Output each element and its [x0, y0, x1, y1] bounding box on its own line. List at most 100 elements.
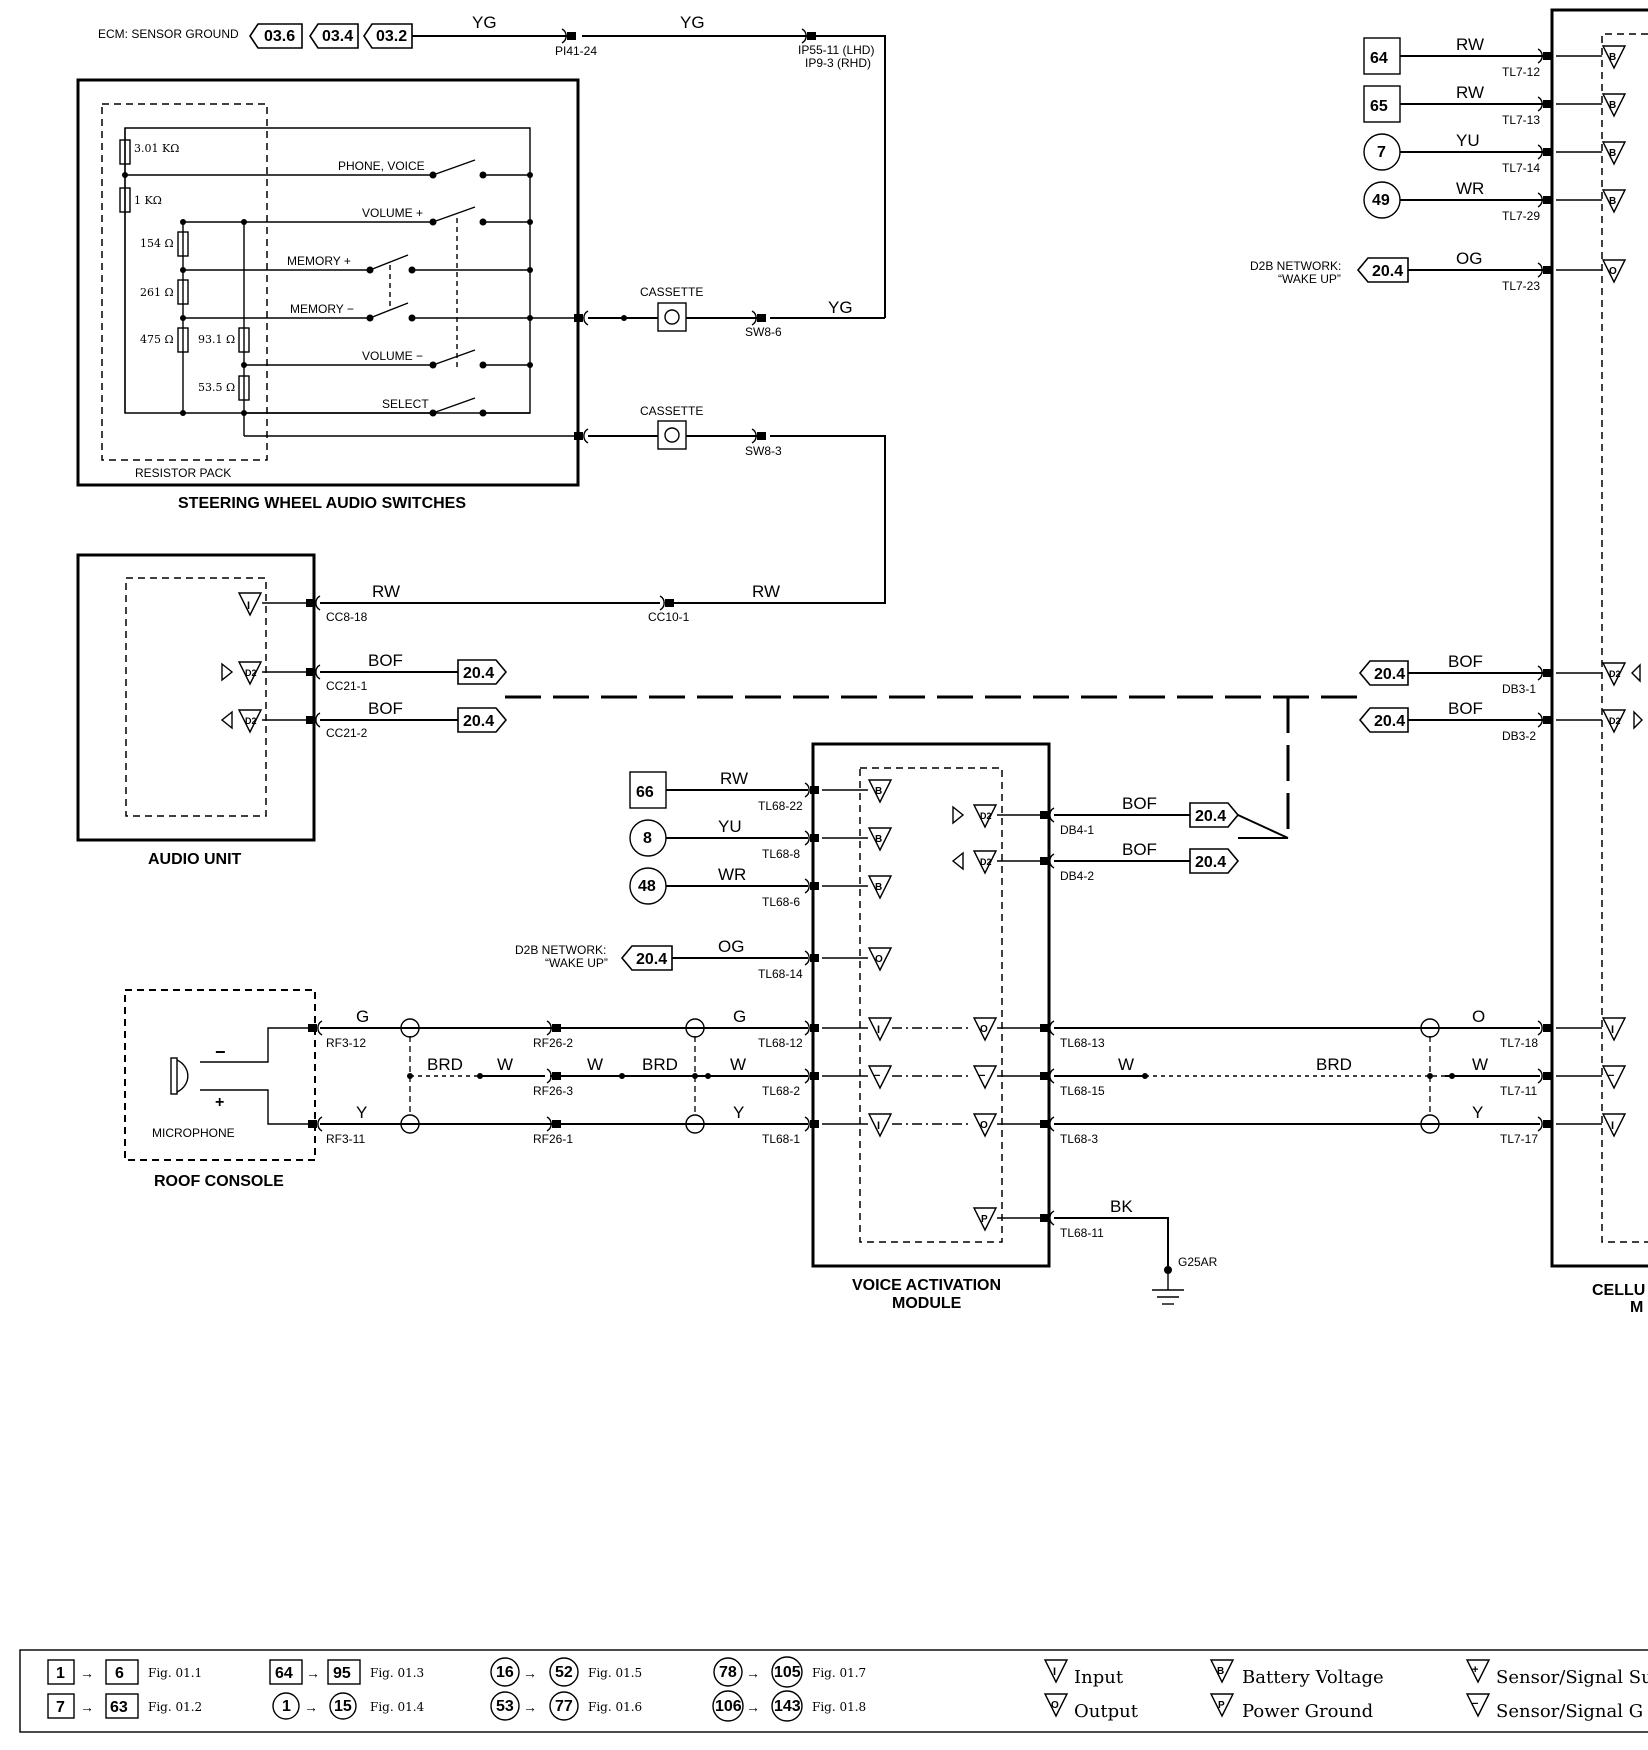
- roof-wire-g-2: G: [733, 1007, 746, 1026]
- svg-text:O: O: [875, 954, 883, 965]
- cell-ref-7: 7: [1363, 133, 1401, 171]
- cellular-module-box: [1550, 8, 1648, 1268]
- db3-2: DB3-2: [1502, 729, 1536, 743]
- tl68-3: TL68-3: [1060, 1132, 1098, 1146]
- svg-text:B: B: [1609, 196, 1616, 207]
- switch-memory-down: MEMORY −: [290, 302, 354, 316]
- switch-volume-down: VOLUME −: [362, 349, 423, 363]
- legend-sensor-ground: − Sensor/Signal G: [1466, 1693, 1643, 1722]
- vam-brd-out: BRD: [1316, 1055, 1352, 1074]
- svg-text:−: −: [1472, 1698, 1478, 1710]
- res-6: 93.1 Ω: [198, 333, 235, 346]
- svg-text:+: +: [215, 1094, 224, 1111]
- svg-text:I: I: [1611, 1024, 1614, 1036]
- rf3-11: RF3-11: [326, 1132, 365, 1146]
- svg-text:D2: D2: [1609, 669, 1621, 679]
- roof-brd-1: BRD: [427, 1055, 463, 1074]
- svg-text:→: →: [80, 1699, 94, 1715]
- tl7-12: TL7-12: [1502, 65, 1540, 79]
- svg-text:78: 78: [719, 1664, 737, 1681]
- svg-text:B: B: [1609, 100, 1616, 111]
- svg-text:+: +: [1472, 1664, 1478, 1676]
- svg-text:→: →: [523, 1699, 537, 1715]
- legend-sensor-supply: + Sensor/Signal Su: [1466, 1659, 1648, 1688]
- switch-select: SELECT: [382, 397, 429, 411]
- tl7-29: TL7-29: [1502, 209, 1540, 223]
- tl68-2: TL68-2: [762, 1084, 800, 1098]
- cell-ref-49: 49: [1363, 181, 1401, 219]
- svg-text:B: B: [875, 834, 882, 845]
- svg-text:O: O: [980, 1024, 988, 1035]
- svg-text:Fig. 01.3: Fig. 01.3: [370, 1666, 424, 1680]
- svg-text:−: −: [215, 1042, 226, 1062]
- svg-text:6: 6: [115, 1665, 124, 1682]
- svg-text:Fig. 01.4: Fig. 01.4: [370, 1700, 425, 1714]
- ecm-conn-2b: IP9-3 (RHD): [805, 56, 871, 70]
- svg-text:→: →: [80, 1665, 94, 1681]
- roof-w-1: W: [497, 1055, 513, 1074]
- svg-text:→: →: [746, 1699, 760, 1715]
- audio-ref-2: 20.4: [457, 707, 508, 733]
- svg-text:Power Ground: Power Ground: [1242, 1701, 1373, 1722]
- audio-wire-rw-1: RW: [372, 582, 400, 601]
- ground-g25ar: G25AR: [1178, 1255, 1218, 1269]
- svg-text:Fig. 01.7: Fig. 01.7: [812, 1666, 866, 1680]
- svg-text:I: I: [877, 1024, 880, 1036]
- cc8-18: CC8-18: [326, 610, 368, 624]
- cell-wire-rw-2: RW: [1456, 83, 1484, 102]
- svg-text:O: O: [980, 1120, 988, 1131]
- tl68-13: TL68-13: [1060, 1036, 1105, 1050]
- svg-text:105: 105: [774, 1664, 801, 1681]
- svg-text:B: B: [1217, 1666, 1224, 1677]
- svg-text:I: I: [1053, 1666, 1056, 1678]
- svg-text:Input: Input: [1074, 1667, 1124, 1688]
- legend-row-2-b: 1 → 15 Fig. 01.4: [272, 1692, 425, 1720]
- vam-ref-out-2: 20.4: [1189, 848, 1240, 874]
- roof-console-title: ROOF CONSOLE: [154, 1173, 284, 1190]
- cell-wire-og: OG: [1456, 249, 1482, 268]
- ecm-conn-1: PI41-24: [555, 44, 597, 58]
- vam-d2b-label-1: D2B NETWORK:: [515, 943, 606, 957]
- vam-ref-48: 48: [629, 867, 667, 905]
- roof-brd-2: BRD: [642, 1055, 678, 1074]
- vam-wire-rw: RW: [720, 769, 748, 788]
- tl68-11: TL68-11: [1060, 1226, 1104, 1240]
- svg-text:53: 53: [496, 1698, 514, 1715]
- tl7-23: TL7-23: [1502, 279, 1540, 293]
- legend-box: [19, 1649, 1648, 1733]
- svg-text:→: →: [304, 1699, 318, 1715]
- ecm-ref-2: 03.4: [309, 23, 359, 49]
- svg-text:Fig. 01.5: Fig. 01.5: [588, 1666, 642, 1680]
- svg-text:20.4: 20.4: [1372, 263, 1403, 280]
- tl7-13: TL7-13: [1502, 113, 1540, 127]
- switch-volume-up: VOLUME +: [362, 206, 423, 220]
- vam-wire-wr: WR: [718, 865, 746, 884]
- svg-text:20.4: 20.4: [463, 665, 494, 682]
- legend-row-1-c: 16 → 52 Fig. 01.5: [490, 1657, 642, 1687]
- svg-text:03.6: 03.6: [264, 28, 295, 45]
- svg-text:20.4: 20.4: [1195, 808, 1226, 825]
- cell-wire-rw-1: RW: [1456, 35, 1484, 54]
- audio-wire-rw-2: RW: [752, 582, 780, 601]
- res-7: 53.5 Ω: [198, 381, 235, 394]
- cc10-1: CC10-1: [648, 610, 690, 624]
- vam-ref-66: 66: [629, 771, 667, 809]
- svg-text:Sensor/Signal Su: Sensor/Signal Su: [1496, 1667, 1648, 1688]
- svg-text:20.4: 20.4: [1374, 666, 1405, 683]
- cc21-1: CC21-1: [326, 679, 368, 693]
- svg-text:95: 95: [333, 1665, 351, 1682]
- cell-wire-y: Y: [1472, 1103, 1483, 1122]
- svg-text:20.4: 20.4: [1195, 854, 1226, 871]
- svg-text:Fig. 01.6: Fig. 01.6: [588, 1700, 642, 1714]
- roof-w-3: W: [730, 1055, 746, 1074]
- legend-row-1-d: 78 → 105 Fig. 01.7: [713, 1656, 866, 1688]
- svg-text:15: 15: [334, 1698, 352, 1715]
- svg-text:B: B: [875, 786, 882, 797]
- svg-text:16: 16: [496, 1664, 514, 1681]
- cell-wire-yu: YU: [1456, 131, 1480, 150]
- tl68-1: TL68-1: [762, 1132, 800, 1146]
- roof-w-2: W: [587, 1055, 603, 1074]
- legend-row-2-c: 53 → 77 Fig. 01.6: [490, 1691, 642, 1721]
- tl68-6: TL68-6: [762, 895, 800, 909]
- vam-bof-2: BOF: [1122, 840, 1157, 859]
